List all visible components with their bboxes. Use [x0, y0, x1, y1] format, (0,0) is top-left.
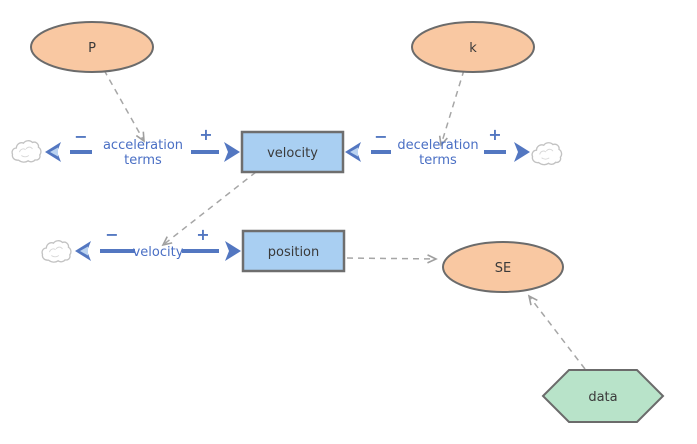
stock-position-box — [241, 229, 346, 273]
auxiliary-se-ellipse — [442, 241, 564, 293]
flow-arrowhead-right-icon — [224, 142, 240, 162]
flow-label-line1: acceleration — [103, 138, 183, 153]
cloud-squiggle — [19, 146, 33, 158]
cloud-source-velocity[interactable] — [41, 240, 72, 263]
flow-deceleration-terms[interactable]: − deceleration terms + — [345, 125, 530, 168]
flow-label-line2: terms — [124, 153, 162, 168]
flow-plus-sign: + — [488, 125, 501, 144]
cloud-squiggle — [49, 246, 63, 258]
flow-arrowhead-right-icon — [225, 241, 241, 261]
data-node[interactable]: data — [541, 369, 665, 423]
flow-velocity[interactable]: − velocity + — [75, 225, 241, 261]
cloud-icon — [11, 140, 42, 163]
causal-links — [103, 69, 586, 370]
flow-arrowhead-right-icon — [514, 142, 530, 162]
cloud-icon — [41, 240, 72, 263]
stock-velocity-label: velocity — [267, 146, 318, 161]
flow-arrowhead-left-notch-icon — [50, 147, 58, 157]
auxiliary-p[interactable]: P — [30, 21, 154, 73]
cloud-source-acceleration[interactable] — [11, 140, 42, 163]
link-k-to-deceleration-terms[interactable] — [438, 69, 465, 147]
flow-label-line2: terms — [419, 153, 457, 168]
stock-position[interactable]: position — [241, 229, 346, 273]
data-label: data — [588, 390, 617, 405]
flow-minus-sign: − — [105, 225, 118, 244]
link-p-to-acceleration-terms[interactable] — [103, 69, 145, 143]
link-data-to-se[interactable] — [527, 294, 586, 370]
cloud-sink-deceleration[interactable] — [531, 142, 563, 166]
auxiliary-k-ellipse — [411, 21, 535, 73]
stock-velocity-box — [240, 130, 345, 174]
data-hexagon — [541, 369, 665, 423]
flow-arrowhead-left-notch-icon — [80, 246, 88, 256]
flow-acceleration-terms[interactable]: − acceleration terms + — [45, 125, 240, 168]
flow-label-line1: deceleration — [397, 138, 478, 153]
flow-plus-sign: + — [196, 225, 209, 244]
auxiliary-p-label: P — [88, 41, 96, 56]
auxiliary-k[interactable]: k — [411, 21, 535, 73]
flow-minus-sign: − — [74, 127, 87, 146]
auxiliary-se-label: SE — [495, 261, 511, 276]
cloud-icon — [531, 142, 563, 166]
auxiliary-p-ellipse — [30, 21, 154, 73]
flow-label: velocity — [133, 245, 184, 260]
auxiliary-se[interactable]: SE — [442, 241, 564, 293]
link-velocity-stock-to-velocity-flow[interactable] — [161, 171, 257, 247]
flow-minus-sign: − — [374, 127, 387, 146]
flow-arrowhead-left-notch-icon — [350, 147, 358, 157]
stock-position-label: position — [268, 245, 320, 260]
stock-velocity[interactable]: velocity — [240, 130, 345, 174]
cloud-squiggle — [539, 148, 554, 160]
link-position-to-se[interactable] — [346, 254, 438, 264]
flow-plus-sign: + — [199, 125, 212, 144]
auxiliary-k-label: k — [469, 41, 477, 56]
